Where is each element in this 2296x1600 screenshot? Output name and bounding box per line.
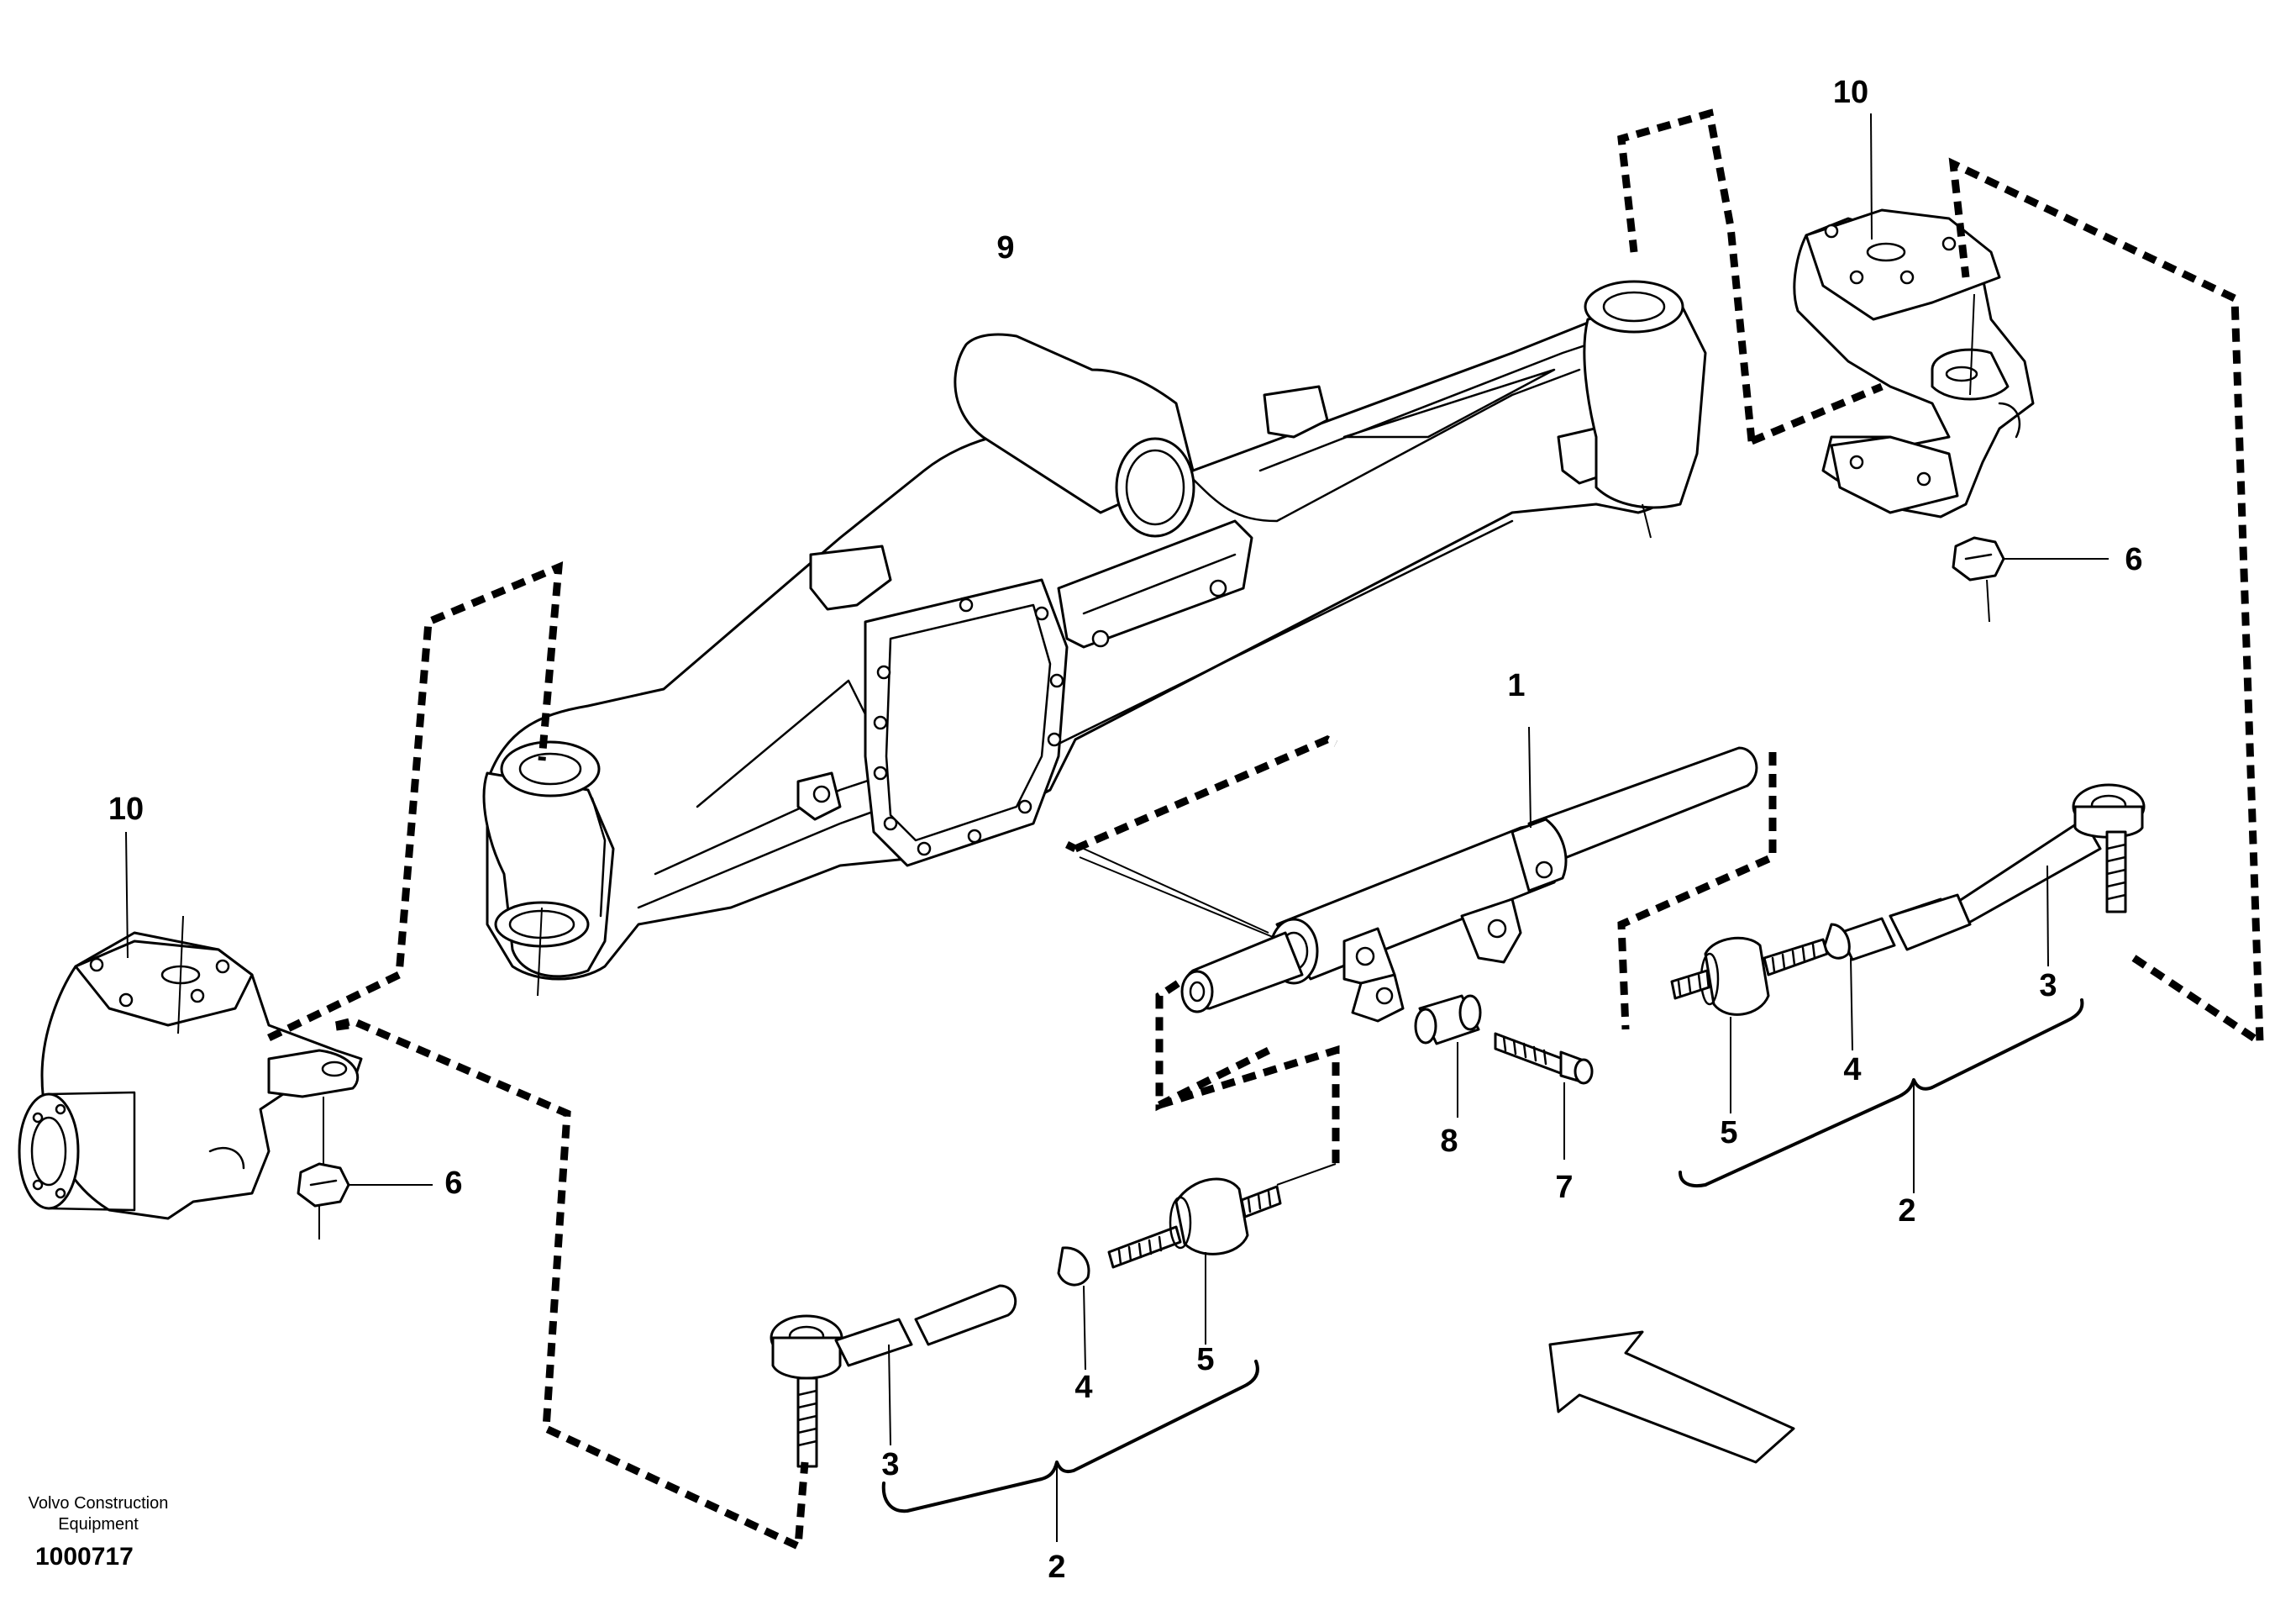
brace-2-left (881, 1360, 1259, 1513)
callout-2-right: 2 (1898, 1193, 1915, 1229)
publisher-credit-line-2: Equipment (58, 1515, 139, 1534)
callout-8: 8 (1440, 1124, 1458, 1159)
callout-4-right: 4 (1843, 1052, 1861, 1087)
callout-1: 1 (1507, 668, 1525, 703)
brace-2-right (1679, 998, 2084, 1188)
tie-rod-right (1670, 783, 2146, 1016)
leader-4-right (1850, 957, 1853, 1051)
leader-10-left (125, 831, 129, 959)
callout-2-left: 2 (1048, 1550, 1065, 1585)
document-number: 1000717 (35, 1543, 134, 1571)
nut-left (297, 1097, 350, 1239)
steering-knuckle-left (18, 931, 363, 1220)
leader-3-left (888, 1344, 891, 1446)
tie-rod-left (770, 1177, 1282, 1468)
centerline-right (1642, 503, 1652, 539)
spacer-sleeve (1414, 994, 1482, 1045)
centerline-knuckle-left (177, 915, 184, 1034)
leader-3-right (2046, 865, 2049, 967)
connector-cylinder-top (1083, 848, 1269, 934)
axle-beam (482, 280, 1707, 981)
leader-4-left (1083, 1285, 1086, 1371)
nut-right (1952, 536, 2005, 623)
centerline-knuckle-right (1969, 293, 1975, 396)
leader-10-right (1870, 113, 1873, 240)
cap-screw (1494, 1032, 1594, 1085)
steering-knuckle-right (1793, 208, 2035, 518)
callout-5-right: 5 (1720, 1115, 1737, 1150)
direction-arrow (1548, 1330, 1795, 1464)
leader-cylinder-mount (1079, 856, 1274, 938)
callout-3-right: 3 (2039, 968, 2057, 1003)
callout-5-left: 5 (1196, 1342, 1214, 1377)
callout-3-left: 3 (881, 1447, 899, 1482)
callout-10-left: 10 (108, 792, 144, 827)
callout-6-right: 6 (2125, 542, 2142, 577)
callout-9: 9 (996, 230, 1014, 266)
callout-6-left: 6 (444, 1166, 462, 1201)
connector-left-tierod (1276, 1163, 1337, 1186)
callout-7: 7 (1555, 1170, 1573, 1205)
publisher-credit-line-1: Volvo Construction (29, 1494, 169, 1513)
callout-4-left: 4 (1074, 1370, 1092, 1405)
callout-10-right: 10 (1833, 75, 1868, 110)
leader-1 (1528, 726, 1532, 829)
centerline-left (537, 907, 543, 997)
dashed-boundaries (267, 108, 2264, 1552)
steering-cylinder (1180, 746, 1758, 1023)
